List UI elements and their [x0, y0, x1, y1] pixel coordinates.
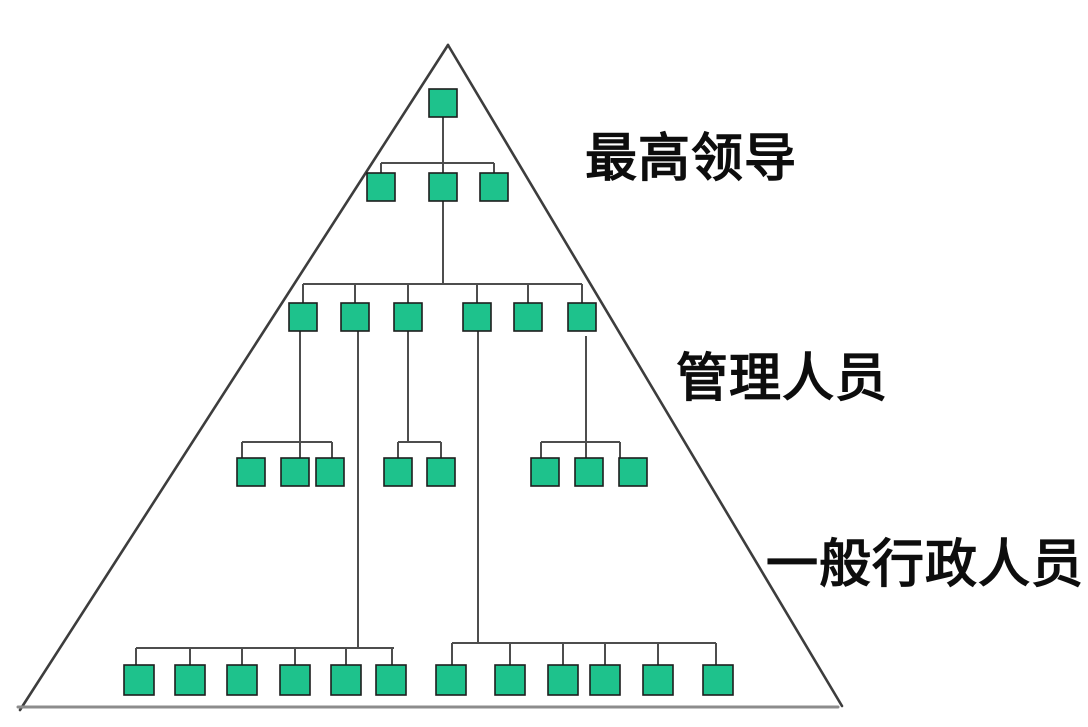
- org-node: [236, 457, 266, 487]
- org-node: [226, 664, 258, 696]
- org-node: [288, 302, 318, 332]
- org-node: [547, 664, 579, 696]
- org-node: [330, 664, 362, 696]
- org-node: [513, 302, 543, 332]
- org-node: [428, 172, 458, 202]
- org-node: [589, 664, 621, 696]
- org-node: [494, 664, 526, 696]
- org-node: [123, 664, 155, 696]
- connector-bottom-row: [135, 331, 717, 665]
- connector-upper-levels: [302, 117, 583, 303]
- org-node: [642, 664, 674, 696]
- org-node: [428, 88, 458, 118]
- org-node: [375, 664, 407, 696]
- pyramid-right-edge: [446, 43, 844, 708]
- org-node: [426, 457, 456, 487]
- org-node: [702, 664, 734, 696]
- pyramid-left-edge: [18, 43, 450, 712]
- org-node: [479, 172, 509, 202]
- org-node: [567, 302, 597, 332]
- org-node: [574, 457, 604, 487]
- org-node: [530, 457, 560, 487]
- middle-level-label: 管理人员: [676, 350, 888, 408]
- top-level-label: 最高领导: [585, 130, 797, 188]
- org-node: [618, 457, 648, 487]
- connector-mid-clusters: [241, 331, 621, 458]
- org-node: [280, 457, 310, 487]
- org-node: [366, 172, 396, 202]
- org-node: [383, 457, 413, 487]
- org-node: [462, 302, 492, 332]
- org-node: [315, 457, 345, 487]
- org-nodes: [123, 88, 734, 696]
- org-node: [435, 664, 467, 696]
- org-node: [174, 664, 206, 696]
- org-node: [340, 302, 370, 332]
- org-node: [393, 302, 423, 332]
- bottom-level-label: 一般行政人员: [766, 536, 1084, 594]
- org-node: [279, 664, 311, 696]
